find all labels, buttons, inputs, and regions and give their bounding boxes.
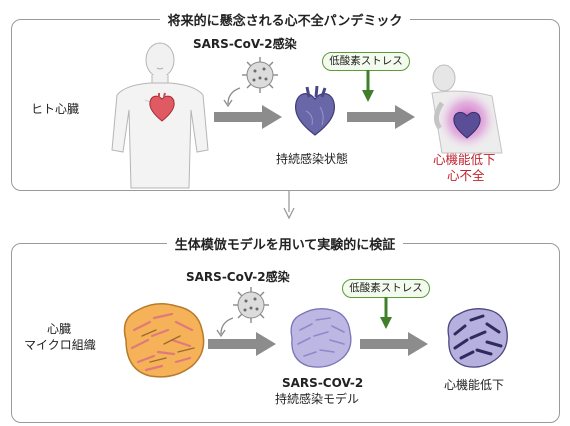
progress-arrow-3 [208,332,276,356]
virus-infection-label: SARS-CoV-2感染 [193,37,297,51]
human-body-illustration [111,42,209,189]
infected-microtissue-icon [290,308,352,368]
cardiac-microtissue-label-2: マイクロ組織 [24,338,96,352]
cardiac-microtissue-label-1: 心臓 [47,322,72,336]
curved-arrow-icon-bottom [216,317,234,338]
persistent-infection-label: 持続感染状態 [276,152,349,166]
stress-down-arrow [362,70,374,102]
virus-icon-bottom [233,287,269,323]
progress-arrow-1 [214,105,282,129]
hypoxia-stress-badge: 低酸素ストレス [322,52,410,71]
heart-failure-label: 心不全 [447,168,485,183]
hypoxia-stress-badge-bottom: 低酸素ストレス [342,279,430,298]
persistent-model-label-1: SARS-COV-2 [282,376,364,390]
bottom-panel-title: 生体模倣モデルを用いて実験的に検証 [0,234,570,253]
infected-heart-icon [294,85,336,136]
stress-down-arrow-bottom [380,297,392,329]
cardiac-dysfunction-label: 心機能低下 [433,152,496,167]
persistent-model-label-2: 持続感染モデル [275,392,360,406]
dysfunctional-microtissue-icon [447,308,508,368]
heart-failure-patient-illustration [431,64,503,154]
human-heart-label: ヒト心臓 [31,102,80,116]
curved-arrow-icon [223,87,241,108]
progress-arrow-2 [347,105,415,129]
cardiac-microtissue-icon [123,303,205,378]
virus-icon [242,57,278,93]
connector-arrow [283,190,295,220]
top-panel-title: 将来的に懸念される心不全パンデミック [0,10,570,29]
progress-arrow-4 [360,332,428,356]
human-heart-icon [149,92,175,122]
virus-infection-label-bottom: SARS-CoV-2感染 [186,270,290,284]
cardiac-dysfunction-label-bottom: 心機能低下 [444,378,505,392]
